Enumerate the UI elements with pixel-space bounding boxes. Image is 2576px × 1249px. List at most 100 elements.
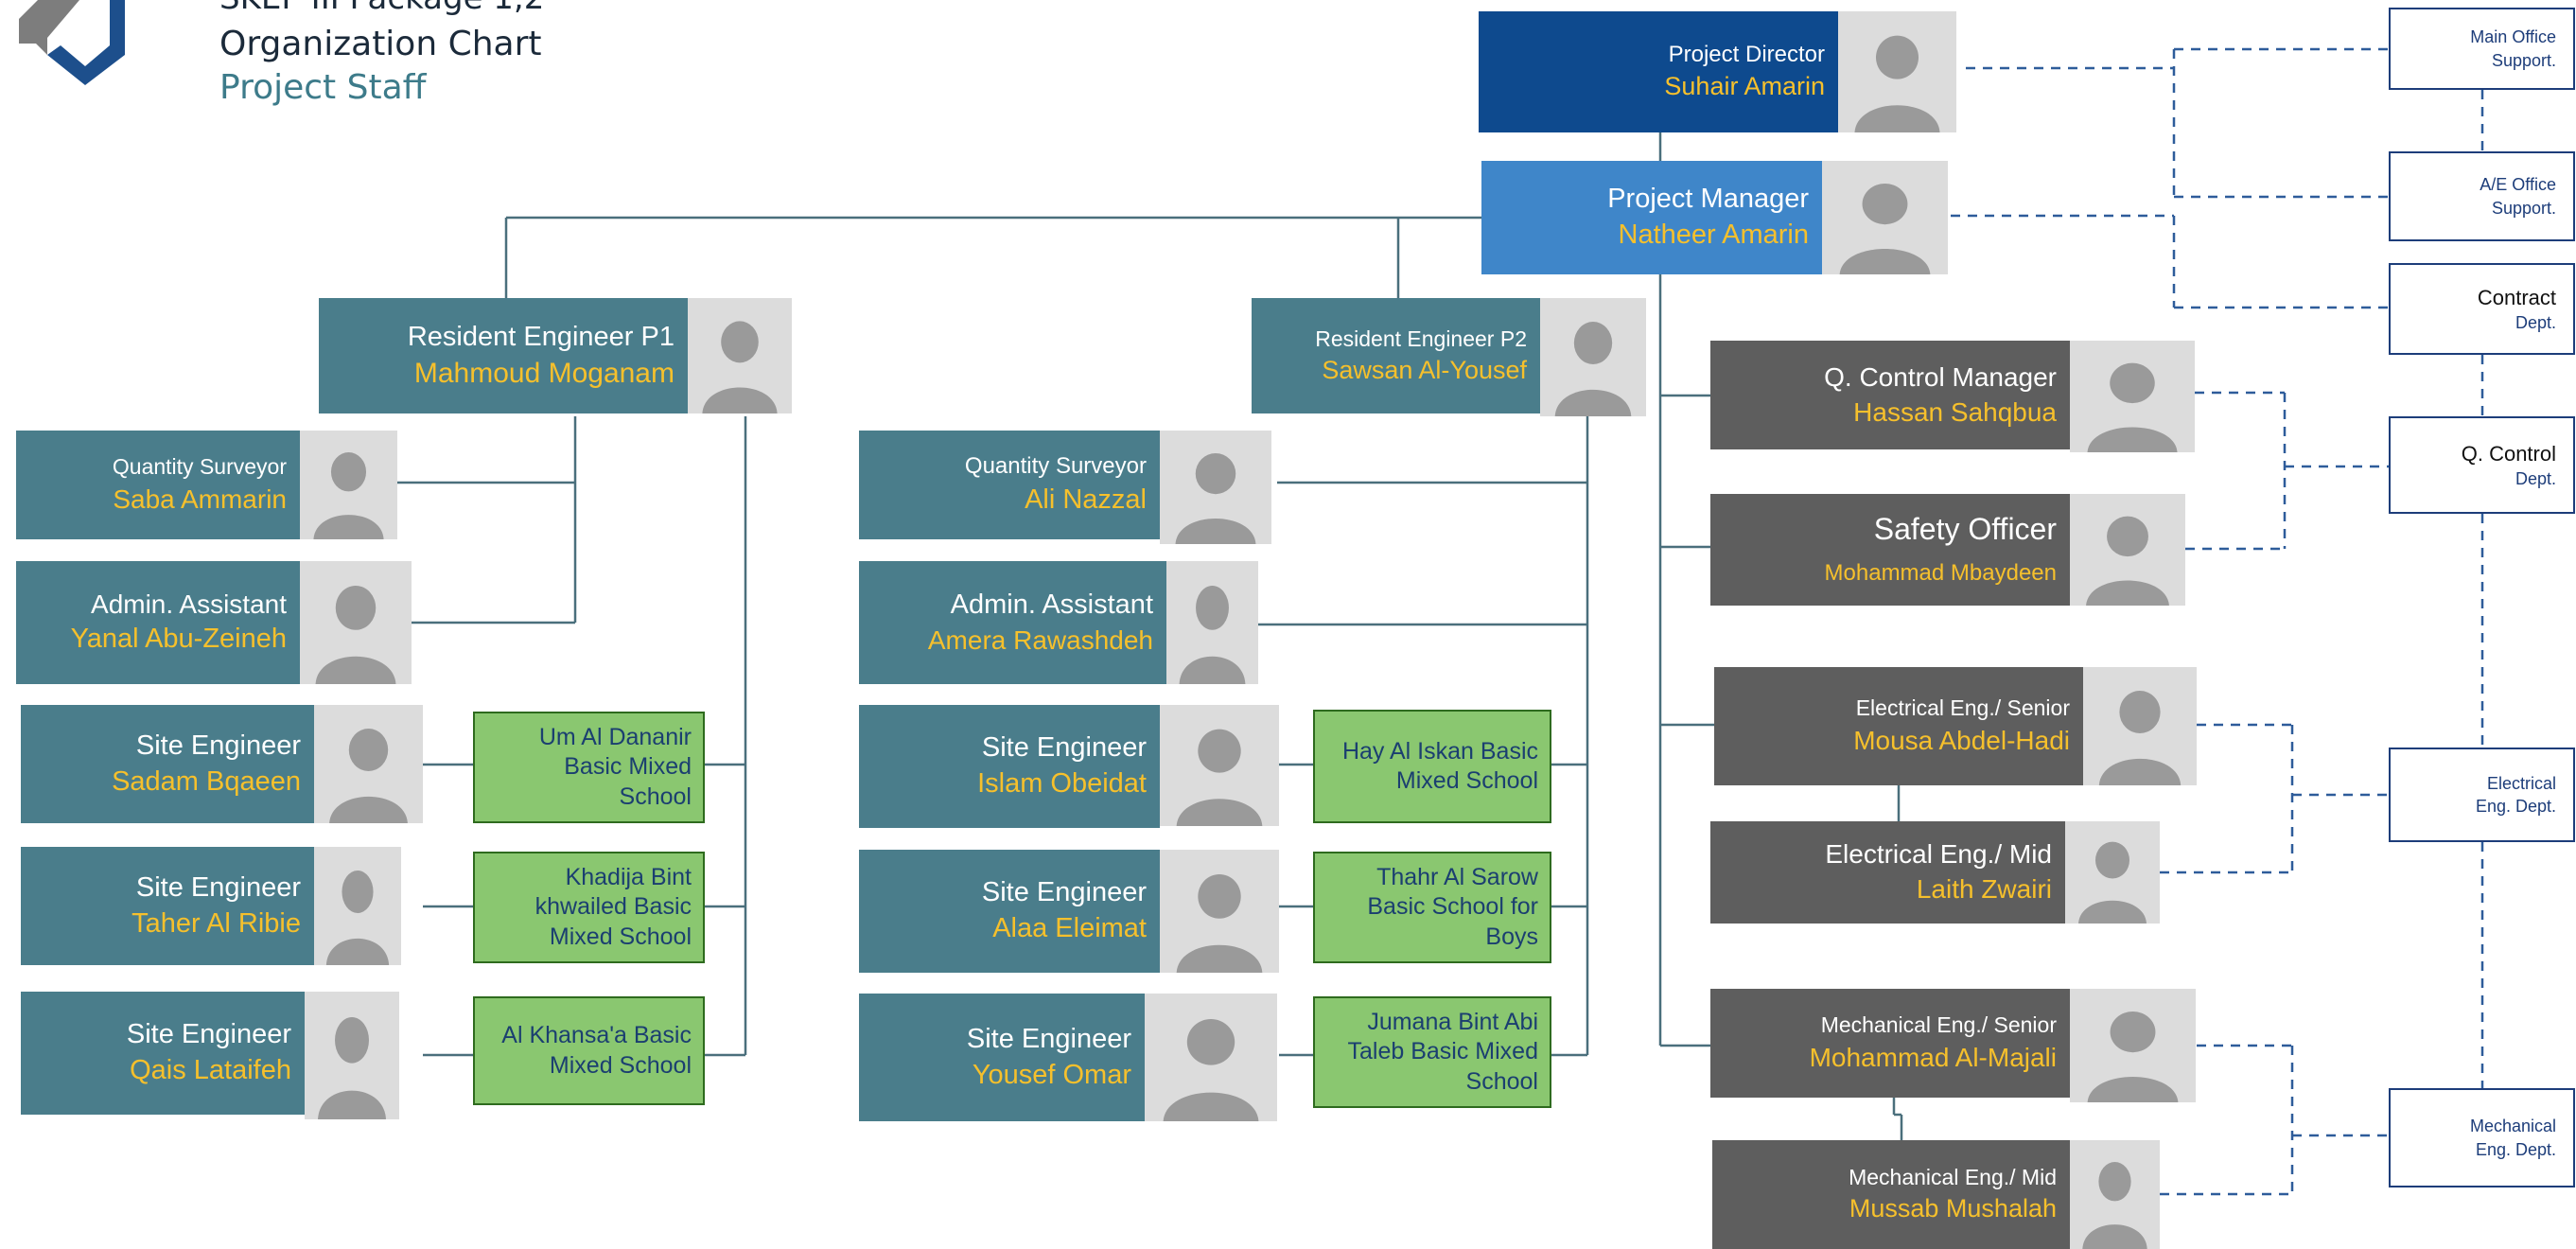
quantity-surveyor-p1-avatar — [300, 431, 397, 539]
site-engineer-card[interactable]: Site Engineer Taher Al Ribie — [21, 847, 314, 965]
school-line: Khadija Bint — [565, 864, 692, 891]
card-role: Mechanical Eng./ Mid — [1849, 1165, 2057, 1189]
card-role: Admin. Assistant — [950, 589, 1153, 620]
card-name: Sadam Bqaeen — [112, 765, 301, 797]
card-role: Project Director — [1668, 41, 1825, 67]
school-line: khwailed Basic — [534, 893, 692, 921]
school-line: Jumana Bint Abi — [1367, 1009, 1538, 1036]
card-role: Electrical Eng./ Senior — [1855, 695, 2070, 721]
site-engineer-card[interactable]: Site Engineer Islam Obeidat — [859, 705, 1160, 828]
school-line: Mixed School — [1395, 767, 1538, 794]
project-manager-card[interactable]: Project Manager Natheer Amarin — [1481, 161, 1822, 274]
card-name: Natheer Amarin — [1618, 220, 1810, 250]
school-assignment-card[interactable]: Thahr Al Sarow Basic School for Boys — [1313, 852, 1551, 963]
school-line: Um Al Dananir — [538, 724, 692, 751]
card-role: Resident Engineer P2 — [1315, 325, 1527, 351]
school-line: School — [619, 783, 692, 810]
site-engineer-avatar — [305, 992, 399, 1119]
electrical-eng-dept[interactable]: Electrical Eng. Dept. — [2389, 748, 2575, 842]
resident-engineer-p1-card[interactable]: Resident Engineer P1 Mahmoud Moganam — [319, 298, 688, 413]
admin-assistant-p2-avatar — [1166, 561, 1258, 684]
admin-assistant-p1-card[interactable]: Admin. Assistant Yanal Abu-Zeineh — [16, 561, 300, 684]
dept-line: Eng. Dept. — [2475, 797, 2556, 816]
electrical-mid-card[interactable]: Electrical Eng./ Mid Laith Zwairi — [1710, 821, 2065, 924]
dept-line: Q. Control — [2461, 441, 2556, 466]
card-role: Site Engineer — [981, 732, 1147, 764]
school-line: School — [1465, 1067, 1538, 1095]
school-assignment-card[interactable]: Khadija Bint khwailed Basic Mixed School — [473, 852, 705, 963]
quantity-surveyor-p2-card[interactable]: Quantity Surveyor Ali Nazzal — [859, 431, 1160, 539]
school-line: Basic School for — [1367, 893, 1538, 921]
card-role: Admin. Assistant — [91, 589, 287, 619]
main-office-support-dept[interactable]: Main Office Support. — [2389, 8, 2575, 90]
site-engineer-card[interactable]: Site Engineer Yousef Omar — [859, 994, 1145, 1121]
site-engineer-card[interactable]: Site Engineer Qais Lataifeh — [21, 992, 305, 1115]
resident-engineer-p2-card[interactable]: Resident Engineer P2 Sawsan Al-Yousef — [1252, 298, 1540, 413]
project-director-avatar — [1838, 11, 1956, 132]
mechanical-mid-card[interactable]: Mechanical Eng./ Mid Mussab Mushalah — [1712, 1140, 2070, 1249]
school-line: Boys — [1485, 923, 1538, 950]
card-name: Islam Obeidat — [977, 768, 1147, 799]
site-engineer-avatar — [314, 705, 423, 823]
school-assignment-card[interactable]: Um Al Dananir Basic Mixed School — [473, 712, 705, 823]
school-assignment-card[interactable]: Hay Al Iskan Basic Mixed School — [1313, 710, 1551, 823]
contract-dept[interactable]: Contract Dept. — [2389, 263, 2575, 355]
card-name: Yanal Abu-Zeineh — [70, 624, 287, 655]
card-name: Mohammad Al-Majali — [1809, 1042, 2057, 1072]
card-role: Project Manager — [1607, 184, 1809, 215]
dept-line: Dept. — [2515, 469, 2556, 489]
chart-subtitle: Project Staff — [219, 68, 427, 107]
card-role: Site Engineer — [966, 1023, 1131, 1054]
dept-line: Support. — [2491, 198, 2556, 218]
card-name: Sawsan Al-Yousef — [1322, 355, 1527, 384]
school-assignment-card[interactable]: Jumana Bint Abi Taleb Basic Mixed School — [1313, 996, 1551, 1108]
chart-title-line1: SKEP III Package 1,2 — [219, 0, 544, 17]
school-line: Basic Mixed — [564, 753, 692, 781]
quality-control-dept[interactable]: Q. Control Dept. — [2389, 416, 2575, 514]
school-line: Mixed School — [549, 923, 692, 950]
school-line: Taleb Basic Mixed — [1347, 1038, 1538, 1065]
chart-title: Organization Chart — [219, 25, 542, 63]
site-engineer-avatar — [1160, 850, 1279, 973]
card-role: Resident Engineer P1 — [407, 321, 675, 352]
safety-officer-card[interactable]: Safety Officer Mohammad Mbaydeen — [1710, 494, 2070, 606]
electrical-mid-avatar — [2065, 821, 2160, 924]
electrical-senior-card[interactable]: Electrical Eng./ Senior Mousa Abdel-Hadi — [1714, 667, 2083, 785]
site-engineer-card[interactable]: Site Engineer Sadam Bqaeen — [21, 705, 314, 823]
card-role: Electrical Eng./ Mid — [1825, 839, 2052, 870]
dept-line: Main Office — [2470, 27, 2556, 47]
dept-line: Dept. — [2515, 313, 2556, 333]
school-line: Hay Al Iskan Basic — [1341, 737, 1538, 765]
solid-connectors — [397, 132, 1903, 1140]
mechanical-senior-card[interactable]: Mechanical Eng./ Senior Mohammad Al-Maja… — [1710, 989, 2070, 1098]
electrical-senior-avatar — [2083, 667, 2197, 785]
ae-office-support-dept[interactable]: A/E Office Support. — [2389, 151, 2575, 241]
project-director-card[interactable]: Project Director Suhair Amarin — [1479, 11, 1838, 132]
safety-officer-avatar — [2070, 494, 2185, 606]
qc-manager-card[interactable]: Q. Control Manager Hassan Sahqbua — [1710, 341, 2070, 449]
site-engineer-avatar — [314, 847, 401, 965]
school-line: Thahr Al Sarow — [1376, 864, 1538, 891]
qc-manager-avatar — [2070, 341, 2195, 452]
site-engineer-card[interactable]: Site Engineer Alaa Eleimat — [859, 850, 1160, 973]
admin-assistant-p1-avatar — [300, 561, 412, 684]
card-name: Mussab Mushalah — [1849, 1194, 2057, 1223]
card-role: Safety Officer — [1873, 512, 2057, 547]
company-logo — [19, 0, 125, 85]
card-name: Mahmoud Moganam — [413, 358, 675, 390]
quantity-surveyor-p1-card[interactable]: Quantity Surveyor Saba Ammarin — [16, 431, 300, 539]
school-line: Al Khansa'a Basic — [501, 1022, 692, 1049]
card-role: Quantity Surveyor — [964, 453, 1147, 480]
card-name: Yousef Omar — [972, 1059, 1131, 1090]
school-line: Mixed School — [549, 1051, 692, 1079]
mechanical-eng-dept[interactable]: Mechanical Eng. Dept. — [2389, 1088, 2575, 1187]
card-name: Qais Lataifeh — [130, 1055, 291, 1085]
dept-line: Eng. Dept. — [2475, 1139, 2556, 1159]
site-engineer-avatar — [1145, 994, 1277, 1121]
school-assignment-card[interactable]: Al Khansa'a Basic Mixed School — [473, 996, 705, 1105]
dept-line: A/E Office — [2480, 175, 2556, 195]
admin-assistant-p2-card[interactable]: Admin. Assistant Amera Rawashdeh — [859, 561, 1166, 684]
card-name: Hassan Sahqbua — [1853, 396, 2057, 427]
quantity-surveyor-p2-avatar — [1160, 431, 1271, 544]
